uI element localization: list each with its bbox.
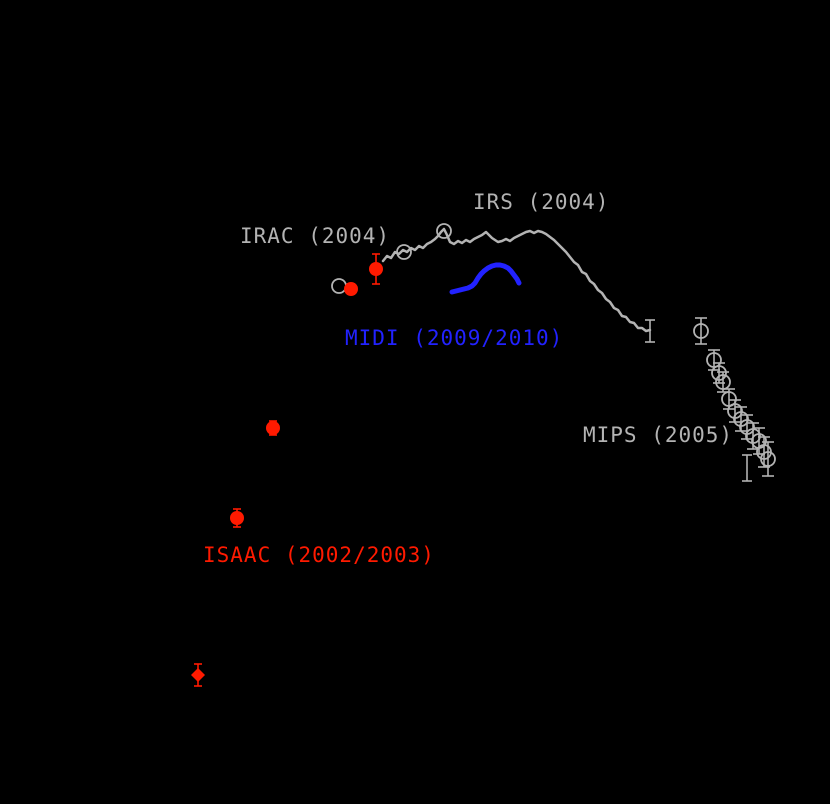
irac-points-point	[331, 278, 347, 294]
mips-points-point	[711, 365, 727, 381]
midi-spectrum-curve	[449, 262, 522, 295]
label-midi-2009-2010: MIDI (2009/2010)	[345, 326, 564, 350]
mips-points-point	[733, 411, 749, 427]
mips-points-point	[693, 323, 709, 339]
isaac-points-point	[191, 668, 205, 682]
isaac-points-point	[344, 282, 358, 296]
label-irac-2004: IRAC (2004)	[240, 224, 391, 248]
isaac-points-point	[266, 421, 280, 435]
mips-points-point	[727, 403, 743, 419]
mips-points-point	[760, 451, 776, 467]
isaac-points-point	[369, 262, 383, 276]
label-irs-2004: IRS (2004)	[473, 190, 610, 214]
label-isaac-2002-2003: ISAAC (2002/2003)	[203, 543, 435, 567]
irac-points-point	[396, 244, 412, 260]
label-mips-2005: MIPS (2005)	[583, 423, 734, 447]
isaac-points-point	[230, 511, 244, 525]
irac-points-point	[436, 223, 452, 239]
irs-spectrum-curve	[381, 227, 652, 333]
